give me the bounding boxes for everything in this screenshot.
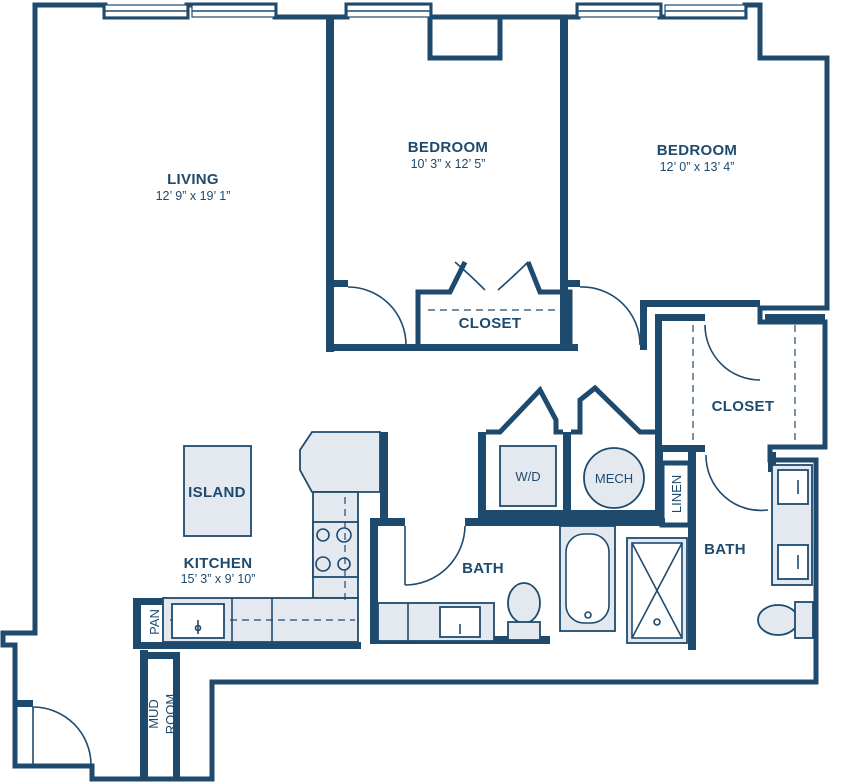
mech-unit: [583, 447, 645, 509]
kitchen-size: 15’ 3” x 9’ 10”: [181, 572, 256, 586]
bath2-label: BATH: [704, 541, 746, 558]
wd-label: W/D: [515, 469, 540, 484]
island: [183, 445, 252, 537]
bath1-fixtures: [377, 525, 616, 642]
bath1-sink: [439, 606, 481, 638]
bath2-sink-2: [777, 544, 809, 580]
exterior-wall: [0, 2, 830, 782]
bath2-fixtures: [626, 464, 814, 644]
room-labels: LIVING 12’ 9” x 19’ 1” BEDROOM 10’ 3” x …: [146, 139, 774, 734]
bedroom1-size: 10’ 3” x 12’ 5”: [411, 157, 486, 171]
windows: [104, 4, 746, 18]
pantry-label: PAN: [147, 609, 162, 635]
bath2-sink-1: [777, 469, 809, 505]
closet1-label: CLOSET: [459, 315, 522, 332]
door-swings: [32, 261, 769, 766]
bedroom1-label: BEDROOM: [408, 139, 488, 156]
bath2-toilet: [757, 604, 799, 636]
living-size: 12’ 9” x 19’ 1”: [156, 189, 231, 203]
washer-dryer: [499, 445, 557, 507]
island-label: ISLAND: [188, 484, 246, 501]
mudroom-label-line2: ROOM: [163, 694, 178, 734]
kitchen-label: KITCHEN: [184, 555, 253, 572]
kitchen-fixtures: [162, 431, 381, 643]
bedroom2-label: BEDROOM: [657, 142, 737, 159]
bath1-toilet: [507, 582, 541, 624]
linen-label: LINEN: [669, 475, 684, 513]
living-label: LIVING: [167, 171, 219, 188]
bath1-label: BATH: [462, 560, 504, 577]
bedroom2-size: 12’ 0” x 13’ 4”: [660, 160, 735, 174]
closet2-label: CLOSET: [712, 398, 775, 415]
mech-label: MECH: [595, 471, 633, 486]
mudroom-label-line1: MUD: [146, 699, 161, 729]
